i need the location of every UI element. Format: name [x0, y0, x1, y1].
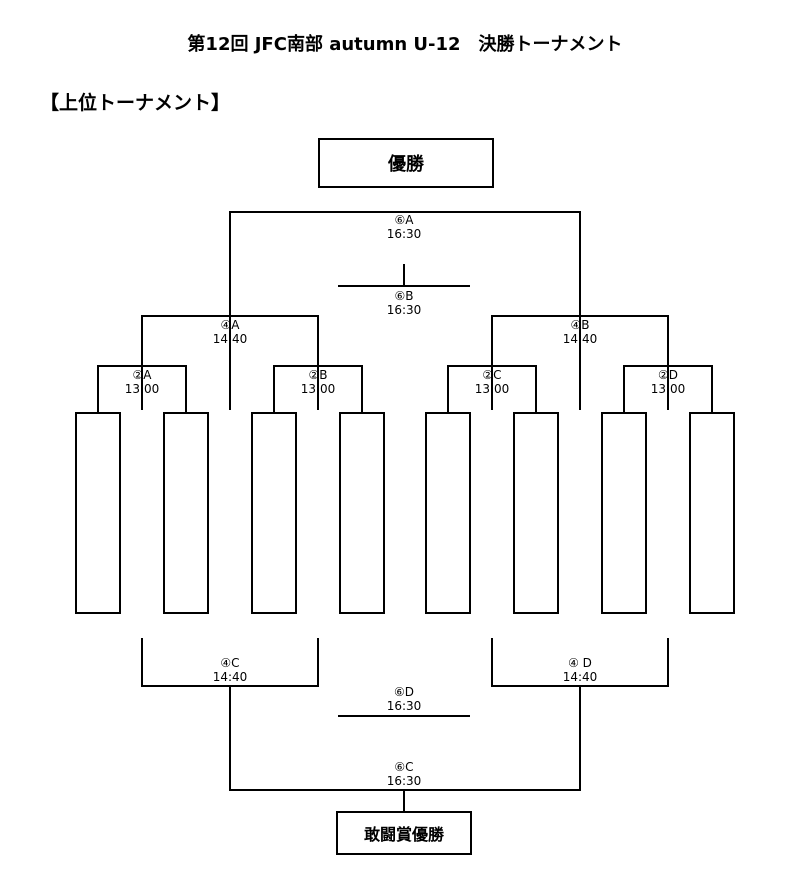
team-slot-4[interactable] [339, 412, 385, 614]
team-slot-2[interactable] [163, 412, 209, 614]
team-slot-6[interactable] [513, 412, 559, 614]
match-4d-label: ④ D 14:40 [520, 656, 640, 684]
team-slot-8[interactable] [689, 412, 735, 614]
team-slot-7[interactable] [601, 412, 647, 614]
match-code: ⑥B [394, 289, 414, 303]
match-time: 16:30 [386, 699, 422, 713]
qf-line-2c [447, 365, 537, 412]
match-time: 13:00 [474, 382, 510, 396]
team-slot-1[interactable] [75, 412, 121, 614]
qf-line-2d [623, 365, 713, 412]
match-time: 14:40 [562, 670, 598, 684]
match-code: ⑥A [394, 213, 414, 227]
match-time: 13:00 [300, 382, 336, 396]
final-line [229, 211, 581, 410]
match-code: ⑥D [394, 685, 414, 699]
semi-line-4b [491, 315, 669, 410]
champion-box: 優勝 [318, 138, 494, 188]
match-4b-label: ④B 14:40 [520, 318, 640, 346]
match-time: 14:40 [212, 332, 248, 346]
match-6a-label: ⑥A 16:30 [344, 213, 464, 241]
match-time: 16:30 [386, 774, 422, 788]
match-code: ④A [220, 318, 240, 332]
semi-line-4a [141, 315, 319, 410]
qf-line-2b [273, 365, 363, 412]
team-slot-3[interactable] [251, 412, 297, 614]
match-4c-label: ④C 14:40 [170, 656, 290, 684]
match-code: ②B [308, 368, 328, 382]
qf-line-2a [97, 365, 187, 412]
match-code: ④B [570, 318, 590, 332]
match-time: 13:00 [650, 382, 686, 396]
match-6d-label: ⑥D 16:30 [344, 685, 464, 713]
section-heading: 【上位トーナメント】 [40, 92, 231, 114]
match-time: 16:30 [386, 303, 422, 317]
consolation-label: 敢闘賞優勝 [363, 825, 444, 844]
match-code: ⑥C [394, 760, 414, 774]
match-6b-label: ⑥B 16:30 [344, 289, 464, 317]
match-code: ④C [220, 656, 240, 670]
match-2d-label: ②D 13:00 [608, 368, 728, 396]
match-time: 14:40 [212, 670, 248, 684]
match-time: 16:30 [386, 227, 422, 241]
consolation-champion-box: 敢闘賞優勝 [336, 811, 472, 855]
match-code: ②C [482, 368, 502, 382]
match-6c-label: ⑥C 16:30 [344, 760, 464, 788]
match-code: ④ D [568, 656, 592, 670]
match-time: 13:00 [124, 382, 160, 396]
match-2a-label: ②A 13:00 [82, 368, 202, 396]
match-code: ②D [658, 368, 678, 382]
match-4a-label: ④A 14:40 [170, 318, 290, 346]
champion-label: 優勝 [388, 154, 424, 175]
match-2b-label: ②B 13:00 [258, 368, 378, 396]
match-2c-label: ②C 13:00 [432, 368, 552, 396]
team-slot-5[interactable] [425, 412, 471, 614]
match-code: ②A [132, 368, 152, 382]
page-title: 第12回 JFC南部 autumn U-12 決勝トーナメント [187, 34, 623, 55]
match-time: 14:40 [562, 332, 598, 346]
